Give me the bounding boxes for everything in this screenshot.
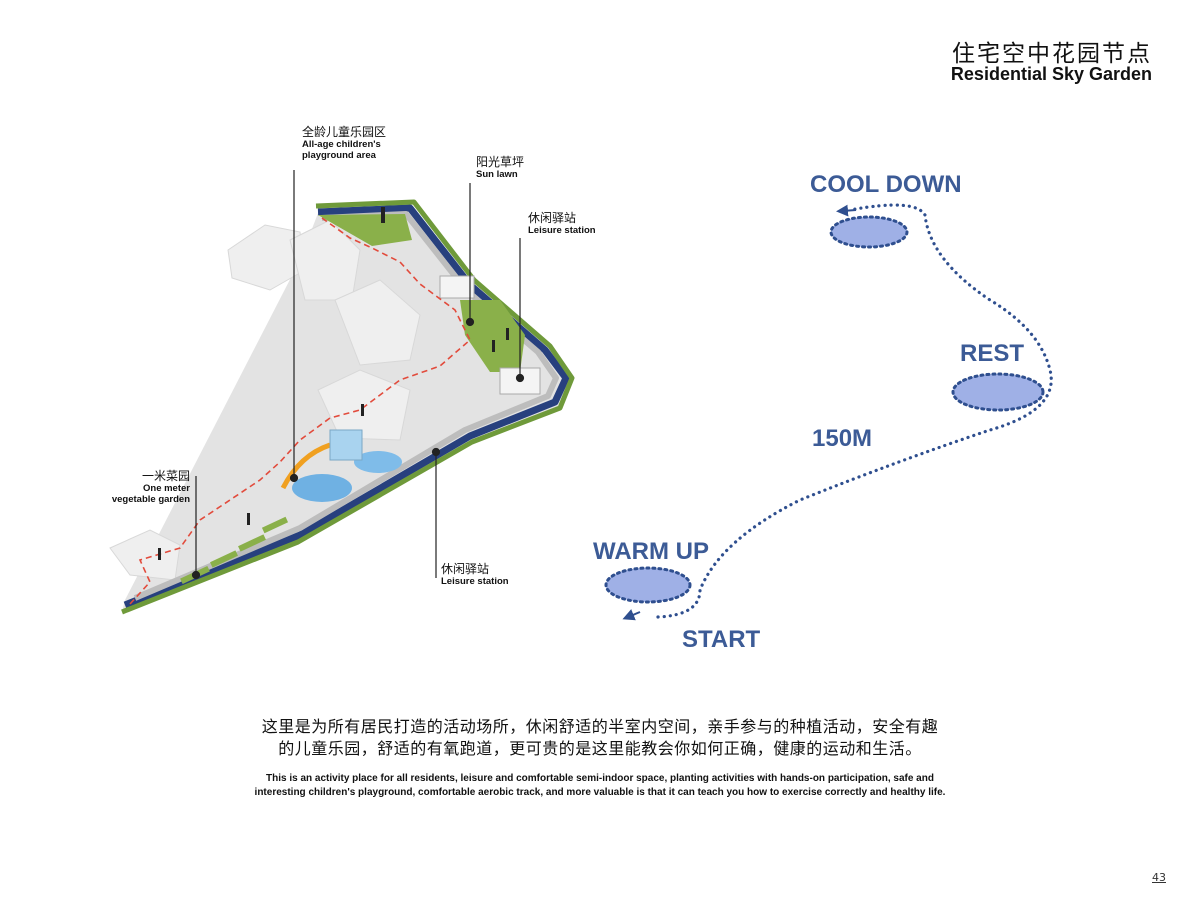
callout-leaders bbox=[191, 170, 525, 580]
callout-vegetable-cn: 一米菜园 bbox=[141, 469, 190, 483]
description-en-line-1: This is an activity place for all reside… bbox=[266, 773, 934, 784]
page-title-en: Residential Sky Garden bbox=[950, 64, 1152, 84]
callout-playground-cn: 全龄儿童乐园区 bbox=[302, 125, 387, 139]
description-en-line-2: interesting children's playground, comfo… bbox=[254, 787, 946, 798]
callout-playground-en-2: playground area bbox=[302, 150, 376, 161]
callout-sun-lawn-cn: 阳光草坪 bbox=[476, 155, 525, 169]
description-cn: 这里是为所有居民打造的活动场所，休闲舒适的半室内空间，亲手参与的种植活动，安全有… bbox=[0, 716, 1200, 760]
label-start: START bbox=[682, 626, 761, 653]
callout-vegetable: 一米菜园 One meter vegetable garden bbox=[110, 469, 190, 506]
callout-leisure-top-en: Leisure station bbox=[528, 225, 596, 236]
callout-vegetable-en-1: One meter bbox=[143, 483, 190, 494]
boundary-dashed bbox=[129, 217, 471, 605]
description-cn-line-1: 这里是为所有居民打造的活动场所，休闲舒适的半室内空间，亲手参与的种植活动，安全有… bbox=[261, 717, 939, 736]
top-lawn bbox=[318, 214, 412, 246]
label-distance: 150M bbox=[812, 425, 873, 452]
label-rest: REST bbox=[960, 340, 1025, 367]
page-number: 43 bbox=[1152, 871, 1166, 884]
zone-rest bbox=[951, 372, 1045, 412]
label-warm-up: WARM UP bbox=[593, 538, 709, 565]
callout-leisure-bottom-cn: 休闲驿站 bbox=[441, 562, 490, 576]
inner-walkway bbox=[133, 211, 559, 601]
edge-planting bbox=[121, 199, 575, 615]
callout-sun-lawn-en: Sun lawn bbox=[476, 169, 518, 180]
route-zones bbox=[604, 215, 1045, 604]
zone-cool-down bbox=[829, 215, 909, 249]
callout-playground-en-1: All-age children's bbox=[302, 139, 381, 150]
route-start-arrow bbox=[622, 609, 641, 621]
leisure-station-top bbox=[439, 275, 475, 299]
callout-playground: 全龄儿童乐园区 All-age children's playground ar… bbox=[302, 125, 387, 162]
running-track bbox=[123, 204, 570, 609]
playground-pool bbox=[292, 474, 352, 502]
route-end-arrow bbox=[836, 204, 857, 217]
callout-sun-lawn: 阳光草坪 Sun lawn bbox=[476, 155, 525, 181]
callout-leisure-top: 休闲驿站 Leisure station bbox=[528, 211, 596, 237]
sun-lawn bbox=[460, 300, 525, 372]
route-path bbox=[656, 203, 1053, 619]
playground-pool-2 bbox=[354, 451, 402, 473]
callout-leisure-top-cn: 休闲驿站 bbox=[528, 211, 577, 225]
zone-warm-up bbox=[604, 566, 692, 604]
page-title-cn: 住宅空中花园节点 bbox=[952, 41, 1152, 67]
callout-leisure-bottom: 休闲驿站 Leisure station bbox=[441, 562, 509, 588]
people-figures bbox=[158, 207, 509, 560]
description-cn-line-2: 的儿童乐园，舒适的有氧跑道，更可贵的是这里能教会你如何正确，健康的运动和生活。 bbox=[278, 739, 922, 758]
callout-vegetable-en-2: vegetable garden bbox=[111, 494, 190, 505]
callout-leisure-bottom-en: Leisure station bbox=[441, 576, 509, 587]
playground-ring bbox=[280, 442, 331, 490]
label-cool-down: COOL DOWN bbox=[810, 171, 962, 198]
sky-garden-diagram bbox=[109, 170, 1053, 621]
playground-structure bbox=[329, 429, 363, 461]
description-en: This is an activity place for all reside… bbox=[0, 772, 1200, 800]
